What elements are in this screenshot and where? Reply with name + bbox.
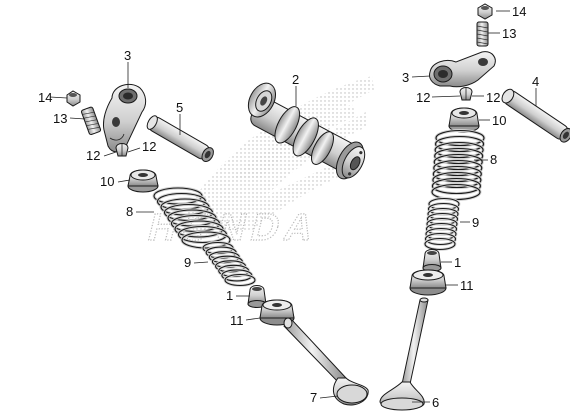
callout-14-right: 14 xyxy=(512,4,526,19)
callout-12-left-a: 12 xyxy=(86,148,100,163)
callout-12-right-b: 12 xyxy=(486,90,500,105)
callout-13-right: 13 xyxy=(502,26,516,41)
callout-9-left: 9 xyxy=(184,255,191,270)
callout-6: 6 xyxy=(432,395,439,410)
callout-12-left-b: 12 xyxy=(142,139,156,154)
callout-labels: 14 13 3 5 12 12 2 10 8 9 1 11 7 14 13 3 … xyxy=(38,4,539,410)
spring-seat-right xyxy=(409,269,447,296)
callout-12-right-a: 12 xyxy=(416,90,430,105)
callout-2: 2 xyxy=(292,72,299,87)
callout-10-left: 10 xyxy=(100,174,114,189)
callout-3-right: 3 xyxy=(402,70,409,85)
outer-valve-spring-left xyxy=(152,186,232,250)
inner-valve-spring-right xyxy=(423,197,461,251)
rocker-arm-shaft-right xyxy=(501,88,570,143)
adjusting-screw-right xyxy=(476,21,489,47)
leader-lines xyxy=(49,10,537,403)
intake-valve xyxy=(283,317,369,406)
spring-retainer-left xyxy=(127,169,159,193)
callout-1-right: 1 xyxy=(454,255,461,270)
callout-4: 4 xyxy=(532,74,539,89)
rocker-arm-shaft-left xyxy=(146,115,214,163)
callout-9-right: 9 xyxy=(472,215,479,230)
rocker-arm-right xyxy=(429,51,496,88)
valve-cotter-right xyxy=(459,87,473,101)
outer-valve-spring-right xyxy=(430,129,486,201)
valve-cotter-left xyxy=(115,143,129,157)
exhaust-valve xyxy=(379,297,429,411)
callout-11-right: 11 xyxy=(460,278,474,293)
callout-3-left: 3 xyxy=(124,48,131,63)
callout-10-right: 10 xyxy=(492,113,506,128)
callout-11-left: 11 xyxy=(230,313,244,328)
callout-5: 5 xyxy=(176,100,183,115)
adjusting-screw-left xyxy=(81,106,102,136)
nut-right xyxy=(477,3,493,20)
valve-stem-seal-right xyxy=(422,249,442,272)
callout-1-left: 1 xyxy=(226,288,233,303)
spring-seat-left xyxy=(259,299,295,326)
callout-7: 7 xyxy=(310,390,317,405)
spring-retainer-right xyxy=(448,107,480,133)
callout-8-left: 8 xyxy=(126,204,133,219)
nut-left xyxy=(66,90,81,107)
callout-8-right: 8 xyxy=(490,152,497,167)
inner-valve-spring-left xyxy=(201,241,257,287)
camshaft xyxy=(247,82,366,180)
callout-14-left: 14 xyxy=(38,90,52,105)
rocker-arm-left xyxy=(103,83,147,153)
valve-stem-seal-left xyxy=(247,285,267,308)
callout-13-left: 13 xyxy=(53,111,67,126)
